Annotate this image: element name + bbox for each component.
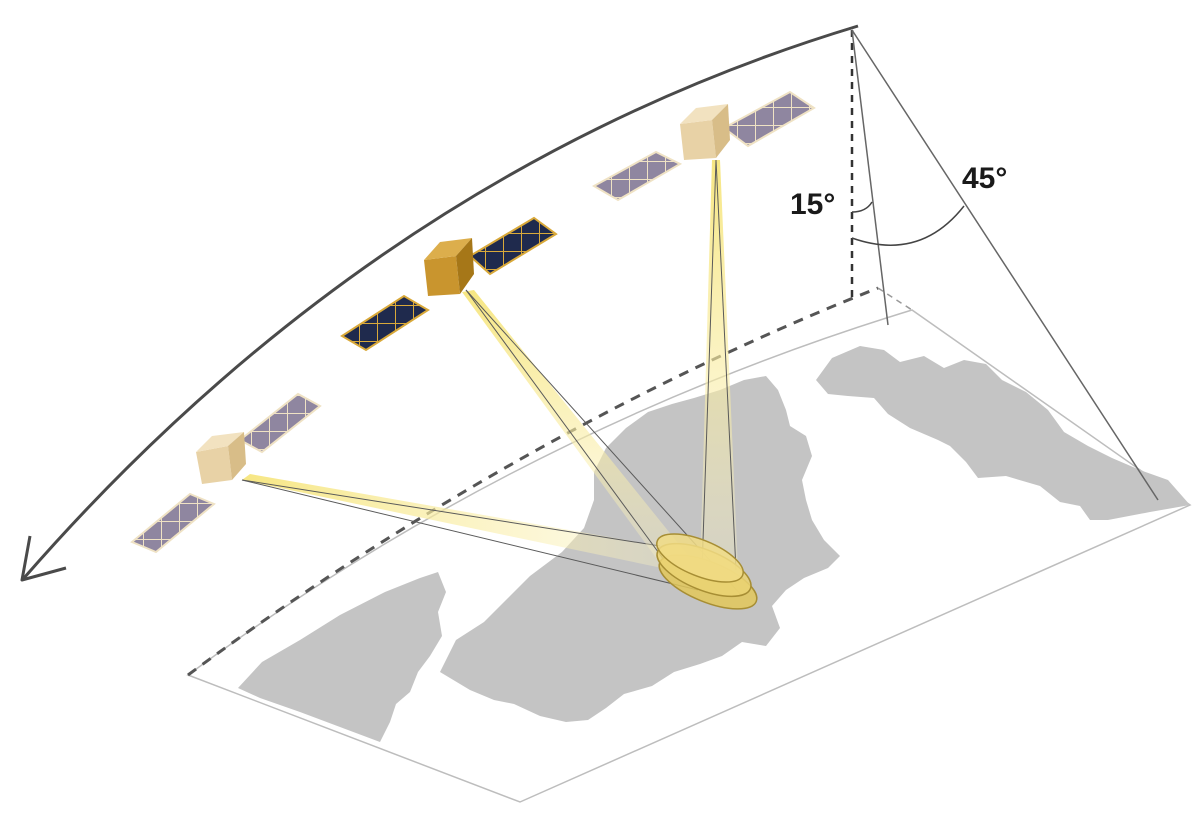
- orbit-arrowhead: [20, 535, 67, 582]
- left-satellite-panel-lower: [130, 492, 216, 554]
- right-satellite-body-top: [680, 104, 728, 124]
- right-satellite-body-front: [680, 120, 716, 160]
- right-satellite-body-side: [712, 104, 730, 158]
- elevation-angle-construction: 15° 45°: [790, 29, 1159, 501]
- inner-angle-label: 15°: [790, 188, 835, 221]
- left-satellite-body-side: [228, 432, 246, 480]
- satellite-icon: [130, 90, 816, 554]
- inner-angle-ray: [851, 29, 889, 326]
- coverage-footprint: [656, 533, 758, 610]
- signal-beams: [241, 159, 743, 597]
- coverage-boundary: [187, 286, 879, 677]
- beam-right: [700, 160, 738, 570]
- land-right: [816, 346, 1190, 520]
- middle-satellite-body-top: [424, 238, 472, 260]
- outer-angle-label: 45°: [962, 162, 1007, 195]
- right-satellite: [591, 90, 816, 202]
- outer-angle-ray: [851, 29, 1159, 501]
- right-satellite-panel-upper: [722, 90, 816, 148]
- middle-satellite-body-side: [456, 238, 474, 294]
- inner-angle-arc: [851, 201, 873, 213]
- land-left: [238, 572, 446, 742]
- left-satellite-body-front: [196, 446, 232, 484]
- outer-angle-arc: [851, 205, 965, 246]
- middle-satellite-body-front: [424, 256, 460, 296]
- left-satellite: [130, 392, 322, 554]
- curved-arrow-icon: [20, 24, 859, 582]
- middle-satellite-panel-lower: [340, 294, 430, 352]
- middle-satellite: [340, 216, 558, 352]
- beam-left: [242, 474, 662, 568]
- left-satellite-panel-upper: [238, 392, 322, 454]
- middle-satellite-panel-upper: [468, 216, 558, 276]
- orbit-path: [22, 24, 859, 579]
- coverage-boundary-end: [877, 287, 913, 311]
- beam-middle: [462, 290, 690, 566]
- right-satellite-panel-lower: [591, 150, 683, 202]
- left-satellite-body-top: [196, 432, 244, 452]
